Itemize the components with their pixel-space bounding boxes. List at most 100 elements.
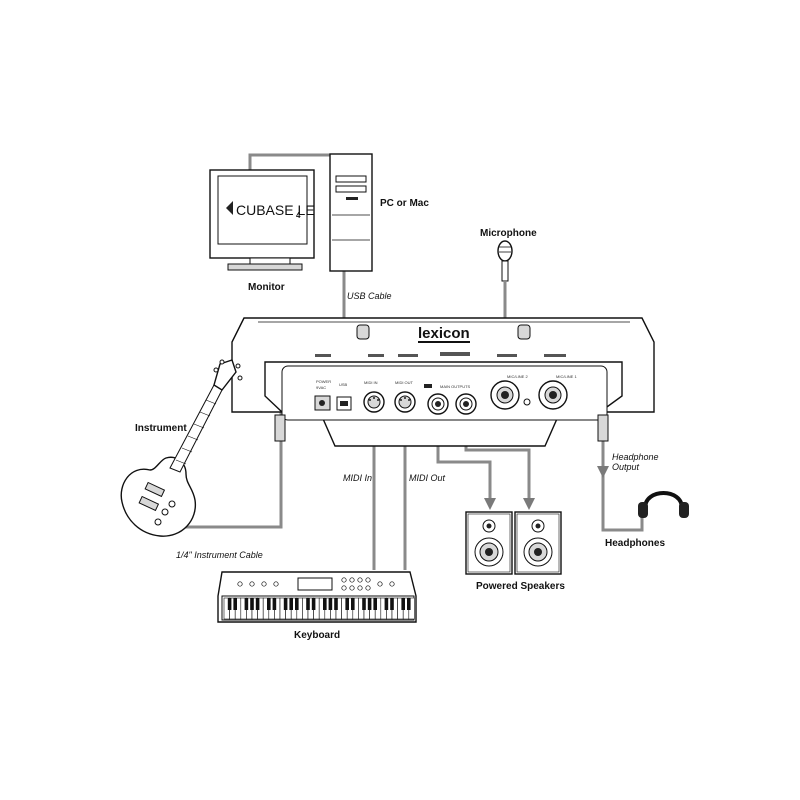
keyboard-controls bbox=[237, 577, 395, 591]
keyboard-display bbox=[297, 577, 333, 591]
black-key bbox=[401, 598, 405, 610]
monitor-stand bbox=[227, 263, 303, 271]
black-key bbox=[289, 598, 293, 610]
arrow-down-icon bbox=[597, 466, 609, 478]
black-key bbox=[233, 598, 237, 610]
knob-icon bbox=[365, 585, 371, 591]
black-key bbox=[407, 598, 411, 610]
label-headphones: Headphones bbox=[605, 538, 665, 549]
black-key bbox=[272, 598, 277, 610]
headphone-output-jack bbox=[597, 414, 609, 442]
black-key bbox=[255, 598, 260, 610]
black-key bbox=[311, 598, 316, 610]
label-usb-cable: USB Cable bbox=[347, 291, 392, 301]
speaker-left bbox=[465, 511, 513, 575]
cubase-logo-icon bbox=[226, 201, 233, 215]
knob-icon bbox=[365, 577, 371, 583]
keyboard bbox=[217, 571, 417, 623]
arrow-down-icon bbox=[484, 498, 496, 510]
guitar bbox=[120, 359, 243, 537]
black-key bbox=[373, 598, 377, 610]
monitor-link-cable bbox=[248, 153, 342, 172]
rubber-foot-icon bbox=[517, 324, 531, 340]
arrows bbox=[484, 466, 609, 510]
black-key bbox=[362, 598, 366, 610]
arrow-down-icon bbox=[523, 498, 535, 510]
black-key bbox=[244, 598, 249, 610]
label-monitor: Monitor bbox=[248, 282, 285, 293]
knob-icon bbox=[273, 581, 279, 587]
black-key bbox=[295, 598, 299, 610]
panel-label-power-spec: 9VAC bbox=[316, 385, 326, 390]
knob-icon bbox=[357, 577, 363, 583]
label-instrument: Instrument bbox=[135, 423, 187, 434]
black-key bbox=[351, 598, 355, 610]
powered-speakers bbox=[465, 511, 562, 575]
black-key bbox=[227, 598, 232, 610]
black-key bbox=[334, 598, 338, 610]
instrument-input-jack bbox=[274, 414, 286, 442]
headphones-icon bbox=[643, 491, 684, 509]
black-key bbox=[345, 598, 349, 610]
headphone-cable bbox=[601, 428, 644, 532]
knob-icon bbox=[261, 581, 267, 587]
labels: PC or Mac Monitor USB Cable Microphone I… bbox=[135, 198, 665, 641]
knob-icon bbox=[389, 581, 395, 587]
knob-icon bbox=[341, 577, 347, 583]
label-midi-out: MIDI Out bbox=[409, 473, 446, 483]
knob-icon bbox=[377, 581, 383, 587]
black-key bbox=[384, 598, 389, 610]
microphone bbox=[497, 240, 513, 282]
knob-icon bbox=[341, 585, 347, 591]
knob-icon bbox=[349, 577, 355, 583]
label-pc-or-mac: PC or Mac bbox=[380, 198, 429, 209]
microphone-icon bbox=[497, 240, 513, 262]
tower-case bbox=[329, 153, 373, 272]
floppy-slot-icon bbox=[346, 197, 358, 200]
black-key bbox=[283, 598, 288, 610]
label-instrument-cable: 1/4" Instrument Cable bbox=[176, 550, 263, 560]
black-key bbox=[328, 598, 333, 610]
guitar-body bbox=[120, 456, 197, 537]
monitor-neck bbox=[249, 257, 291, 265]
headphones bbox=[638, 491, 689, 518]
panel-label-power: POWER bbox=[316, 379, 331, 384]
black-key bbox=[267, 598, 271, 610]
label-keyboard: Keyboard bbox=[294, 630, 340, 641]
knob-icon bbox=[357, 585, 363, 591]
panel-label-midi-out: MIDI OUT bbox=[395, 380, 414, 385]
panel-label-usb: USB bbox=[339, 382, 348, 387]
audio-interface: lexicon POWER 9VAC USB MIDI IN bbox=[231, 317, 655, 447]
panel-label-mic-line-2: MIC/LINE 2 bbox=[507, 374, 528, 379]
label-headphone-output: Headphone Output bbox=[612, 452, 661, 472]
panel-label-mic-line-1: MIC/LINE 1 bbox=[556, 374, 577, 379]
black-key bbox=[323, 598, 327, 610]
label-powered-speakers: Powered Speakers bbox=[476, 581, 565, 592]
label-midi-in: MIDI In bbox=[343, 473, 372, 483]
black-key bbox=[390, 598, 394, 610]
screen-software-name: CUBASE LE bbox=[236, 202, 315, 218]
label-microphone: Microphone bbox=[480, 228, 537, 239]
drive-bay-icon bbox=[335, 185, 367, 193]
guitar-pickup-icon bbox=[138, 495, 160, 512]
panel-label-midi-in: MIDI IN bbox=[364, 380, 378, 385]
knob-icon bbox=[249, 581, 255, 587]
guitar-headstock bbox=[213, 359, 237, 391]
black-key bbox=[367, 598, 372, 610]
panel-top-labels bbox=[315, 352, 566, 357]
pad-switch-icon bbox=[523, 398, 531, 406]
speaker-right bbox=[514, 511, 562, 575]
black-key bbox=[306, 598, 310, 610]
drive-bay-icon bbox=[335, 175, 367, 183]
connector-panel bbox=[281, 365, 608, 421]
monitor: CUBASE LE 4 bbox=[209, 169, 315, 271]
knob-icon bbox=[349, 585, 355, 591]
interface-brand: lexicon bbox=[418, 325, 470, 342]
rubber-foot-icon bbox=[356, 324, 370, 340]
guitar-pickup-icon bbox=[144, 481, 166, 498]
panel-label-main-outputs: MAIN OUTPUTS bbox=[440, 384, 471, 389]
knob-icon bbox=[237, 581, 243, 587]
screen-software-version: 4 bbox=[296, 211, 301, 220]
